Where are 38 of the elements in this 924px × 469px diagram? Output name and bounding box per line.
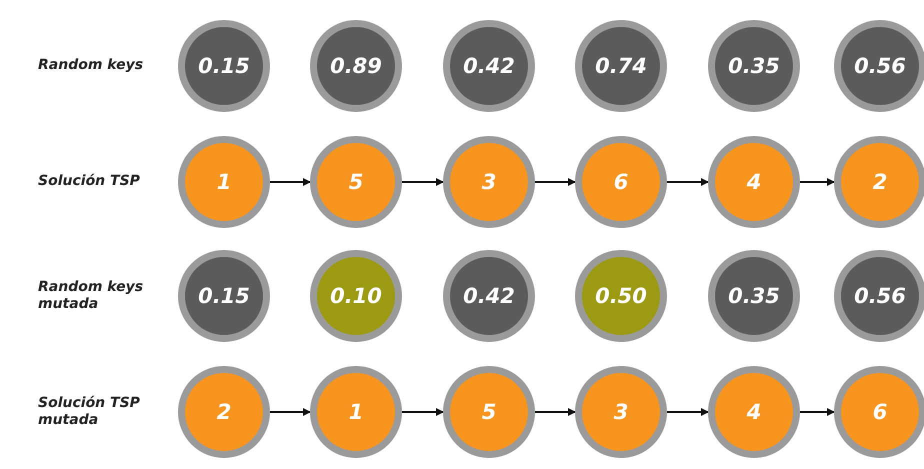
node-value: 0.56 xyxy=(854,284,906,308)
arrow xyxy=(402,408,444,416)
node-value: 0.15 xyxy=(198,284,250,308)
node-value: 0.74 xyxy=(595,54,647,78)
node-value: 3 xyxy=(614,400,628,424)
node-value: 0.89 xyxy=(330,54,382,78)
node-value: 5 xyxy=(482,400,496,424)
node-value: 2 xyxy=(872,170,888,194)
row-label: Solución TSP xyxy=(38,173,141,190)
arrow xyxy=(800,178,835,186)
arrow xyxy=(800,408,835,416)
node-value: 0.50 xyxy=(595,284,647,308)
node-value: 0.15 xyxy=(198,54,250,78)
node-value: 6 xyxy=(872,400,888,424)
arrow xyxy=(402,178,444,186)
arrow xyxy=(270,408,311,416)
node-value: 0.10 xyxy=(330,284,382,308)
arrow xyxy=(667,178,709,186)
node-value: 0.56 xyxy=(854,54,906,78)
node-value: 0.35 xyxy=(728,284,780,308)
node-value: 4 xyxy=(746,170,762,194)
node-value: 0.42 xyxy=(463,284,515,308)
arrow xyxy=(270,178,311,186)
arrow xyxy=(535,408,576,416)
node-value: 1 xyxy=(216,170,232,194)
node-value: 2 xyxy=(216,400,232,424)
node-value: 0.42 xyxy=(463,54,515,78)
node-value: 5 xyxy=(348,170,364,194)
row-label: Random keys xyxy=(38,57,144,74)
arrow xyxy=(667,408,709,416)
arrow xyxy=(535,178,576,186)
node-value: 4 xyxy=(746,400,762,424)
node-value: 3 xyxy=(482,170,496,194)
node-value: 0.35 xyxy=(728,54,780,78)
node-value: 1 xyxy=(348,400,364,424)
node-value: 6 xyxy=(614,170,628,194)
row-label: Solución TSP mutada xyxy=(38,395,141,429)
row-label: Random keys mutada xyxy=(38,279,144,313)
